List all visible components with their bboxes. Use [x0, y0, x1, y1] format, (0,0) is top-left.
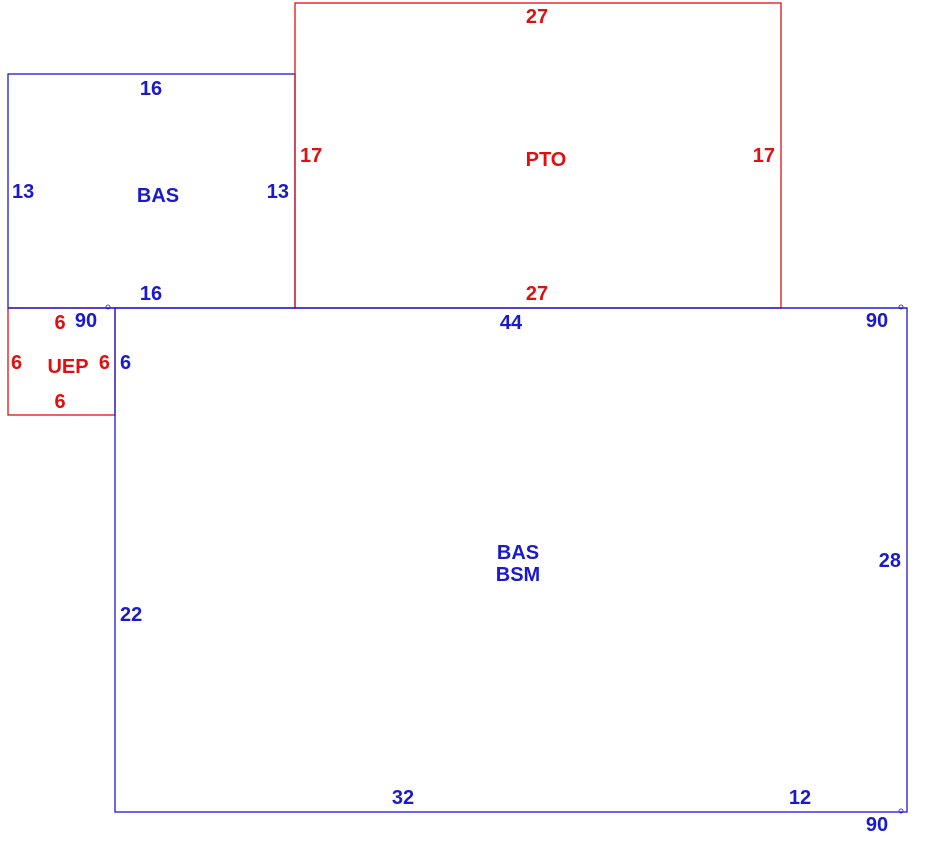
pto-area: 27 27 17 17 PTO — [294, 2, 782, 309]
bas-upper-code: BAS — [137, 185, 179, 207]
pto-code: PTO — [526, 149, 567, 171]
angle-markers: 90 90 90 — [75, 304, 904, 836]
bas-bsm-bottom-right-dimension: 12 — [789, 787, 811, 809]
corner-node-top-left — [105, 304, 111, 310]
uep-right-dimension: 6 — [99, 352, 110, 374]
bas-bsm-bottom-left-dimension: 32 — [392, 787, 414, 809]
uep-left-dimension: 6 — [11, 352, 22, 374]
bas-upper-area: 16 16 13 13 BAS — [7, 73, 296, 309]
angle-top-right: 90 — [866, 310, 888, 332]
pto-top-dimension: 27 — [526, 6, 548, 28]
bas-upper-right-dimension: 13 — [267, 181, 289, 203]
bas-bsm-right-dimension: 28 — [879, 550, 901, 572]
uep-area: 6 6 6 6 UEP — [7, 307, 116, 416]
uep-code: UEP — [47, 356, 88, 378]
bas-bsm-area: 44 6 22 28 32 12 BAS BSM — [8, 307, 908, 813]
uep-top-dimension: 6 — [54, 312, 65, 334]
corner-node-top-right — [898, 304, 904, 310]
pto-right-dimension: 17 — [753, 145, 775, 167]
corner-node-bottom-right — [898, 808, 904, 814]
bas-upper-bottom-dimension: 16 — [140, 283, 162, 305]
bas-bsm-left-upper-dimension: 6 — [120, 352, 131, 374]
bas-bsm-code-secondary: BSM — [496, 564, 540, 586]
angle-top-left: 90 — [75, 310, 97, 332]
uep-bottom-dimension: 6 — [54, 391, 65, 413]
bas-upper-left-dimension: 13 — [12, 181, 34, 203]
bas-bsm-top-dimension: 44 — [500, 312, 523, 334]
bas-upper-top-dimension: 16 — [140, 78, 162, 100]
pto-left-dimension: 17 — [300, 145, 322, 167]
angle-bottom-right: 90 — [866, 814, 888, 836]
bas-bsm-code-primary: BAS — [497, 542, 539, 564]
bas-bsm-left-lower-dimension: 22 — [120, 604, 142, 626]
pto-bottom-dimension: 27 — [526, 283, 548, 305]
